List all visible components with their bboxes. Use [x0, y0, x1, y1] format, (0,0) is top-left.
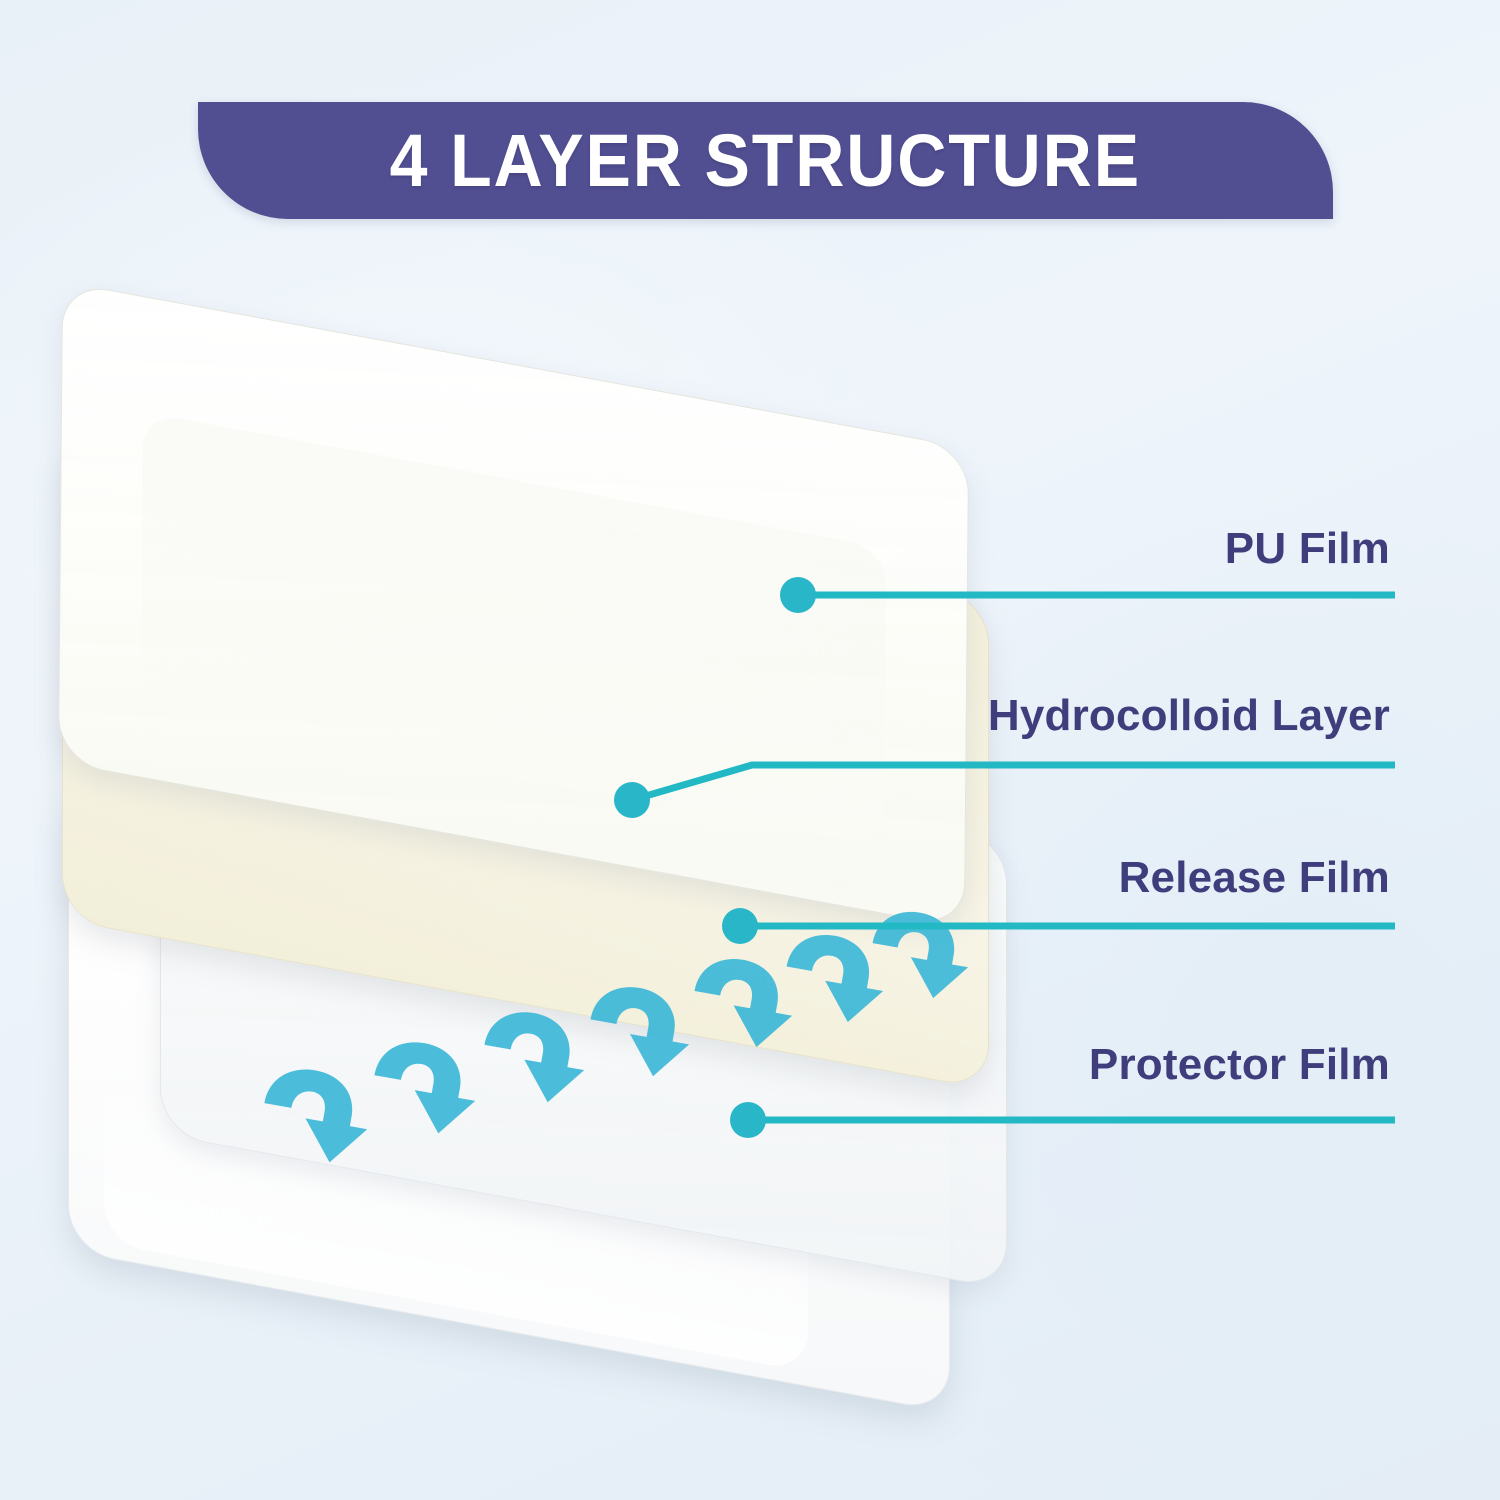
layer-label-pu-film: PU Film — [1224, 524, 1390, 573]
layer-label-protector-film: Protector Film — [1088, 1040, 1390, 1089]
leader-line-hydrocolloid-layer — [631, 761, 1395, 804]
layer-label-release-film: Release Film — [1118, 853, 1390, 902]
header-banner: 4 LAYER STRUCTURE — [198, 102, 1333, 219]
leader-dot-pu-film — [780, 577, 816, 613]
page-title: 4 LAYER STRUCTURE — [389, 118, 1142, 202]
layer-label-hydrocolloid-layer: Hydrocolloid Layer — [987, 691, 1390, 740]
leader-dot-release-film — [722, 908, 758, 944]
leader-dot-protector-film — [730, 1102, 766, 1138]
leader-dot-hydrocolloid-layer — [614, 782, 650, 818]
